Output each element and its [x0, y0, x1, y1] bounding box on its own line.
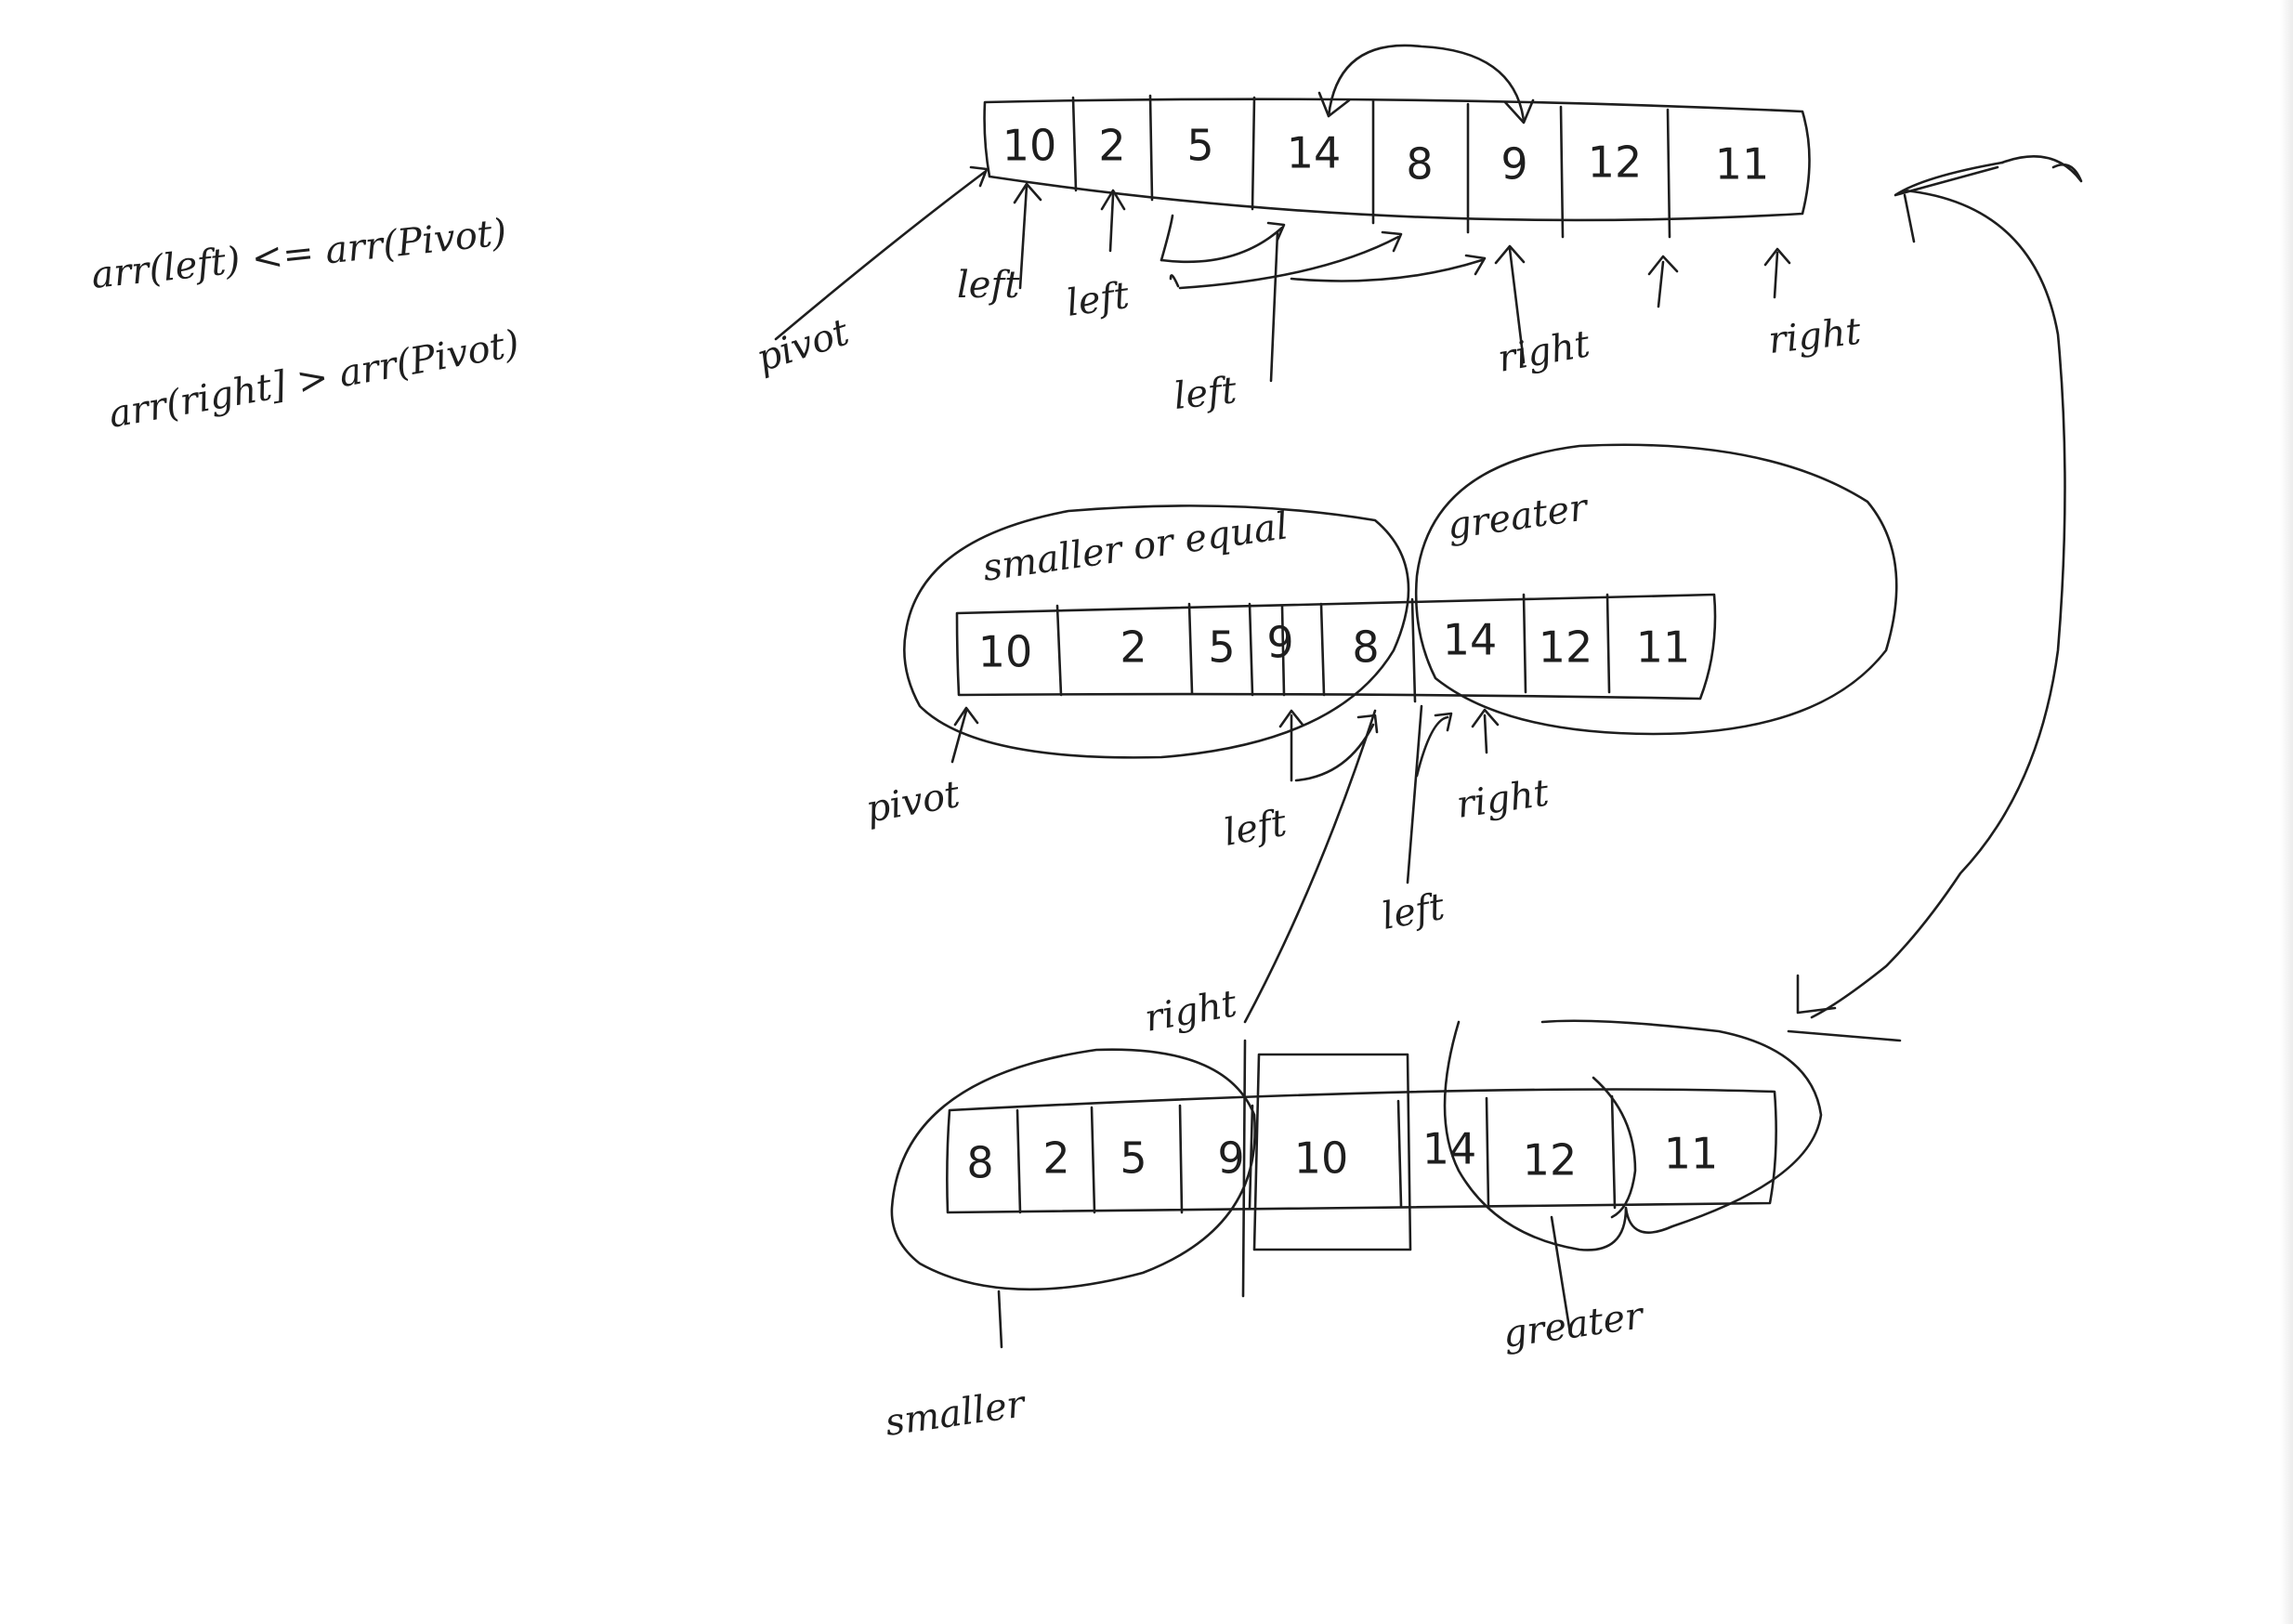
right-label-1a: right [1495, 322, 1594, 381]
array-1-cell-7: 11 [1715, 139, 1770, 190]
array-2-pointers: pivot left right left right [863, 704, 1553, 1041]
array-3-greater-group [1443, 1019, 1823, 1251]
array-1-pointers: pivot left left left right right [752, 165, 1864, 418]
array-2-cell-6: 12 [1539, 622, 1593, 673]
array-2-dividers [1055, 593, 1611, 703]
array-3-cell-0: 8 [966, 1138, 993, 1188]
left-label-1c: left [1172, 369, 1239, 418]
array-2-cell-5: 14 [1443, 615, 1498, 665]
array-1-cell-1: 2 [1098, 121, 1125, 171]
greater-label-3: greater [1500, 1294, 1648, 1356]
array-2-cell-7: 11 [1636, 622, 1691, 673]
array-3-values: 8 2 5 9 10 14 12 11 [966, 1124, 1718, 1188]
array-1-cell-5: 9 [1500, 139, 1527, 190]
array-2-cell-3: 9 [1266, 618, 1293, 668]
array-3-pivot-box [1252, 1053, 1412, 1251]
array-2-cell-4: 8 [1352, 622, 1379, 673]
array-1-values: 10 2 5 14 8 9 12 11 [1002, 121, 1770, 190]
group-smaller-label: smaller or equal [980, 504, 1291, 590]
array-3: 8 2 5 9 10 14 12 11 [890, 1019, 1823, 1298]
canvas-right-edge [2280, 0, 2293, 1624]
right-label-2b: right [1142, 982, 1241, 1041]
formula-left-text: arr(left) <= arr(Pivot) [89, 211, 508, 297]
pivot-label-1: pivot [752, 310, 855, 380]
array-3-outline [946, 1088, 1777, 1214]
array-2-outline [955, 593, 1717, 701]
formula-right-rule: arr(right] > arr(Pivot) [106, 322, 523, 437]
pivot-pointer-1 [774, 170, 987, 341]
array-3-cell-2: 5 [1120, 1133, 1146, 1184]
left-label-2b: left [1379, 885, 1448, 938]
left-label-1b: left [1064, 274, 1133, 325]
pivot-label-2: pivot [863, 773, 964, 832]
array-3-cell-3: 9 [1217, 1133, 1244, 1184]
array-1-cell-4: 8 [1406, 139, 1433, 190]
array-3-labels: smaller greater [883, 1215, 1648, 1445]
recursion-arrow [1787, 155, 2083, 1042]
formula-left-rule: arr(left) <= arr(Pivot) [89, 211, 508, 297]
array-1-swap-arc [1327, 44, 1526, 123]
array-1: 10 2 5 14 8 9 12 11 [983, 44, 1811, 239]
array-1-cell-0: 10 [1002, 121, 1057, 171]
right-label-1b: right [1766, 310, 1864, 362]
smaller-label-3: smaller [883, 1382, 1029, 1445]
array-3-smaller-group [890, 1048, 1257, 1291]
array-2-cell-2: 5 [1208, 622, 1235, 673]
array-1-cell-3: 14 [1287, 128, 1342, 178]
array-2-cell-1: 2 [1120, 622, 1146, 673]
array-1-outline [983, 98, 1811, 222]
array-3-cell-7: 11 [1664, 1129, 1719, 1179]
array-2-greater-group [1414, 443, 1898, 736]
left-label-1a: left [957, 264, 1020, 307]
array-3-cell-4: 10 [1294, 1133, 1349, 1184]
array-2: 10 2 5 9 8 14 12 11 smaller or equal gre… [903, 443, 1898, 759]
formula-right-text: arr(right] > arr(Pivot) [106, 322, 523, 437]
array-2-values: 10 2 5 9 8 14 12 11 [978, 615, 1691, 677]
left-label-2a: left [1221, 802, 1291, 855]
array-2-cell-0: 10 [978, 627, 1033, 677]
array-3-dividers [1015, 1094, 1617, 1214]
group-greater-label: greater [1445, 486, 1592, 548]
array-1-cell-6: 12 [1588, 138, 1643, 188]
array-1-dividers [1071, 94, 1671, 239]
array-2-smaller-group [903, 504, 1410, 759]
array-3-cell-1: 2 [1042, 1133, 1069, 1184]
right-label-2: right [1454, 771, 1553, 827]
array-1-cell-2: 5 [1186, 121, 1213, 171]
array-3-cell-6: 12 [1523, 1135, 1578, 1185]
